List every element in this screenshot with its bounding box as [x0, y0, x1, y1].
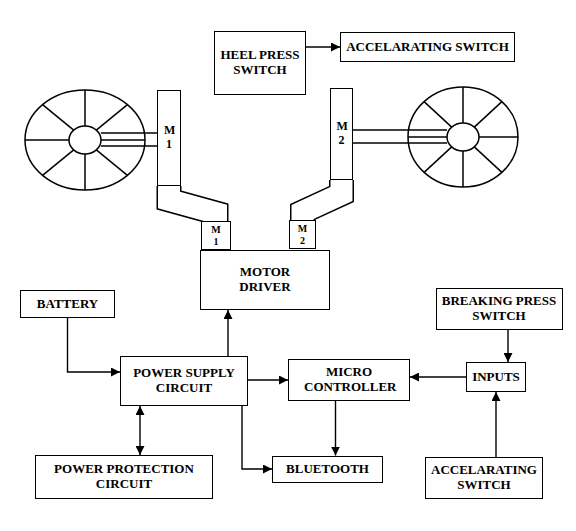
wheel-spoke [408, 136, 447, 138]
connector-line [248, 379, 288, 380]
signal-arrow [248, 380, 288, 381]
signal-arrow [306, 47, 340, 48]
wheel-spoke [96, 150, 127, 175]
block-box: BATTERY [20, 290, 115, 318]
signal-arrow [410, 377, 466, 378]
block-box: ACCELARATING SWITCH [340, 32, 515, 62]
wheel-hub [447, 123, 479, 151]
block-label: POWER PROTECTION CIRCUIT [36, 462, 212, 492]
block-label: BATTERY [37, 297, 98, 312]
connector-line [227, 310, 228, 356]
block-label: MICRO CONTROLLER [304, 365, 394, 395]
wheel-spoke [474, 147, 502, 172]
block-label: HEEL PRESS SWITCH [215, 48, 305, 78]
axle-line [353, 129, 447, 131]
signal-arrow [496, 392, 497, 457]
block-label: POWER SUPPLY CIRCUIT [121, 366, 247, 396]
connector-line [507, 330, 508, 362]
signal-arrow [335, 401, 336, 456]
wheel-spoke [479, 136, 518, 138]
connector-line [410, 376, 466, 377]
wheel-spoke [43, 150, 74, 175]
block-label: M 2 [298, 223, 308, 246]
wheel-spoke [25, 139, 69, 141]
block-box: HEEL PRESS SWITCH [214, 31, 306, 95]
connector-line [495, 392, 496, 457]
connector-line [306, 46, 340, 47]
motor-box: M 2 [289, 220, 316, 249]
block-box: POWER PROTECTION CIRCUIT [35, 455, 213, 499]
wheel-spoke [84, 154, 86, 190]
wheel-spoke [43, 105, 74, 130]
wheel-spoke [101, 139, 145, 141]
axle-line [101, 132, 157, 134]
connector-line [335, 401, 336, 456]
block-box: MICRO CONTROLLER [288, 359, 410, 401]
wheel-spoke [462, 87, 464, 123]
block-label: INPUTS [472, 370, 520, 385]
connector-line [139, 406, 140, 455]
block-label: M 1 [211, 224, 221, 247]
block-box: ACCELARATING SWITCH [425, 457, 543, 499]
motor-box: M 1 [157, 90, 181, 186]
signal-arrow [228, 310, 229, 356]
block-label: MOTOR DRIVER [229, 265, 301, 295]
motor-box: M 2 [330, 88, 353, 180]
arm-fill [303, 180, 342, 220]
axle-line [101, 145, 157, 147]
wheel-spoke [424, 102, 452, 127]
wheel-spoke [424, 147, 452, 172]
wheel-spoke [96, 105, 127, 130]
block-label: BLUETOOTH [286, 462, 369, 477]
motor-box: M 1 [201, 221, 231, 250]
wheel-rim [408, 87, 518, 187]
wheel-spoke [462, 151, 464, 187]
block-label: M 2 [337, 120, 347, 148]
signal-arrow [508, 330, 509, 362]
block-label: ACCELARATING SWITCH [426, 463, 542, 493]
block-label: M 1 [164, 124, 174, 152]
wheel-spokes [25, 87, 518, 190]
wheel-spoke [84, 90, 86, 126]
block-box: INPUTS [466, 362, 526, 392]
connector-line [68, 318, 121, 372]
block-box: BREAKING PRESS SWITCH [436, 288, 563, 330]
motor-arm [169, 186, 216, 221]
signal-arrow [140, 406, 141, 455]
signal-arrow [68, 318, 121, 372]
arm-outline [169, 186, 216, 221]
wheel-rim [25, 90, 145, 190]
block-box: POWER SUPPLY CIRCUIT [120, 356, 248, 406]
wheel-hub [69, 126, 101, 154]
motor-arm [303, 180, 342, 220]
connector-line [242, 406, 272, 469]
block-label: BREAKING PRESS SWITCH [437, 294, 562, 324]
arm-fill [169, 186, 216, 221]
wheel-spoke [474, 102, 502, 127]
arm-outline [303, 180, 342, 220]
signal-arrow [242, 406, 272, 469]
block-box: MOTOR DRIVER [200, 250, 330, 310]
axle-line [353, 142, 447, 144]
block-box: BLUETOOTH [272, 456, 383, 483]
block-label: ACCELARATING SWITCH [346, 40, 509, 55]
